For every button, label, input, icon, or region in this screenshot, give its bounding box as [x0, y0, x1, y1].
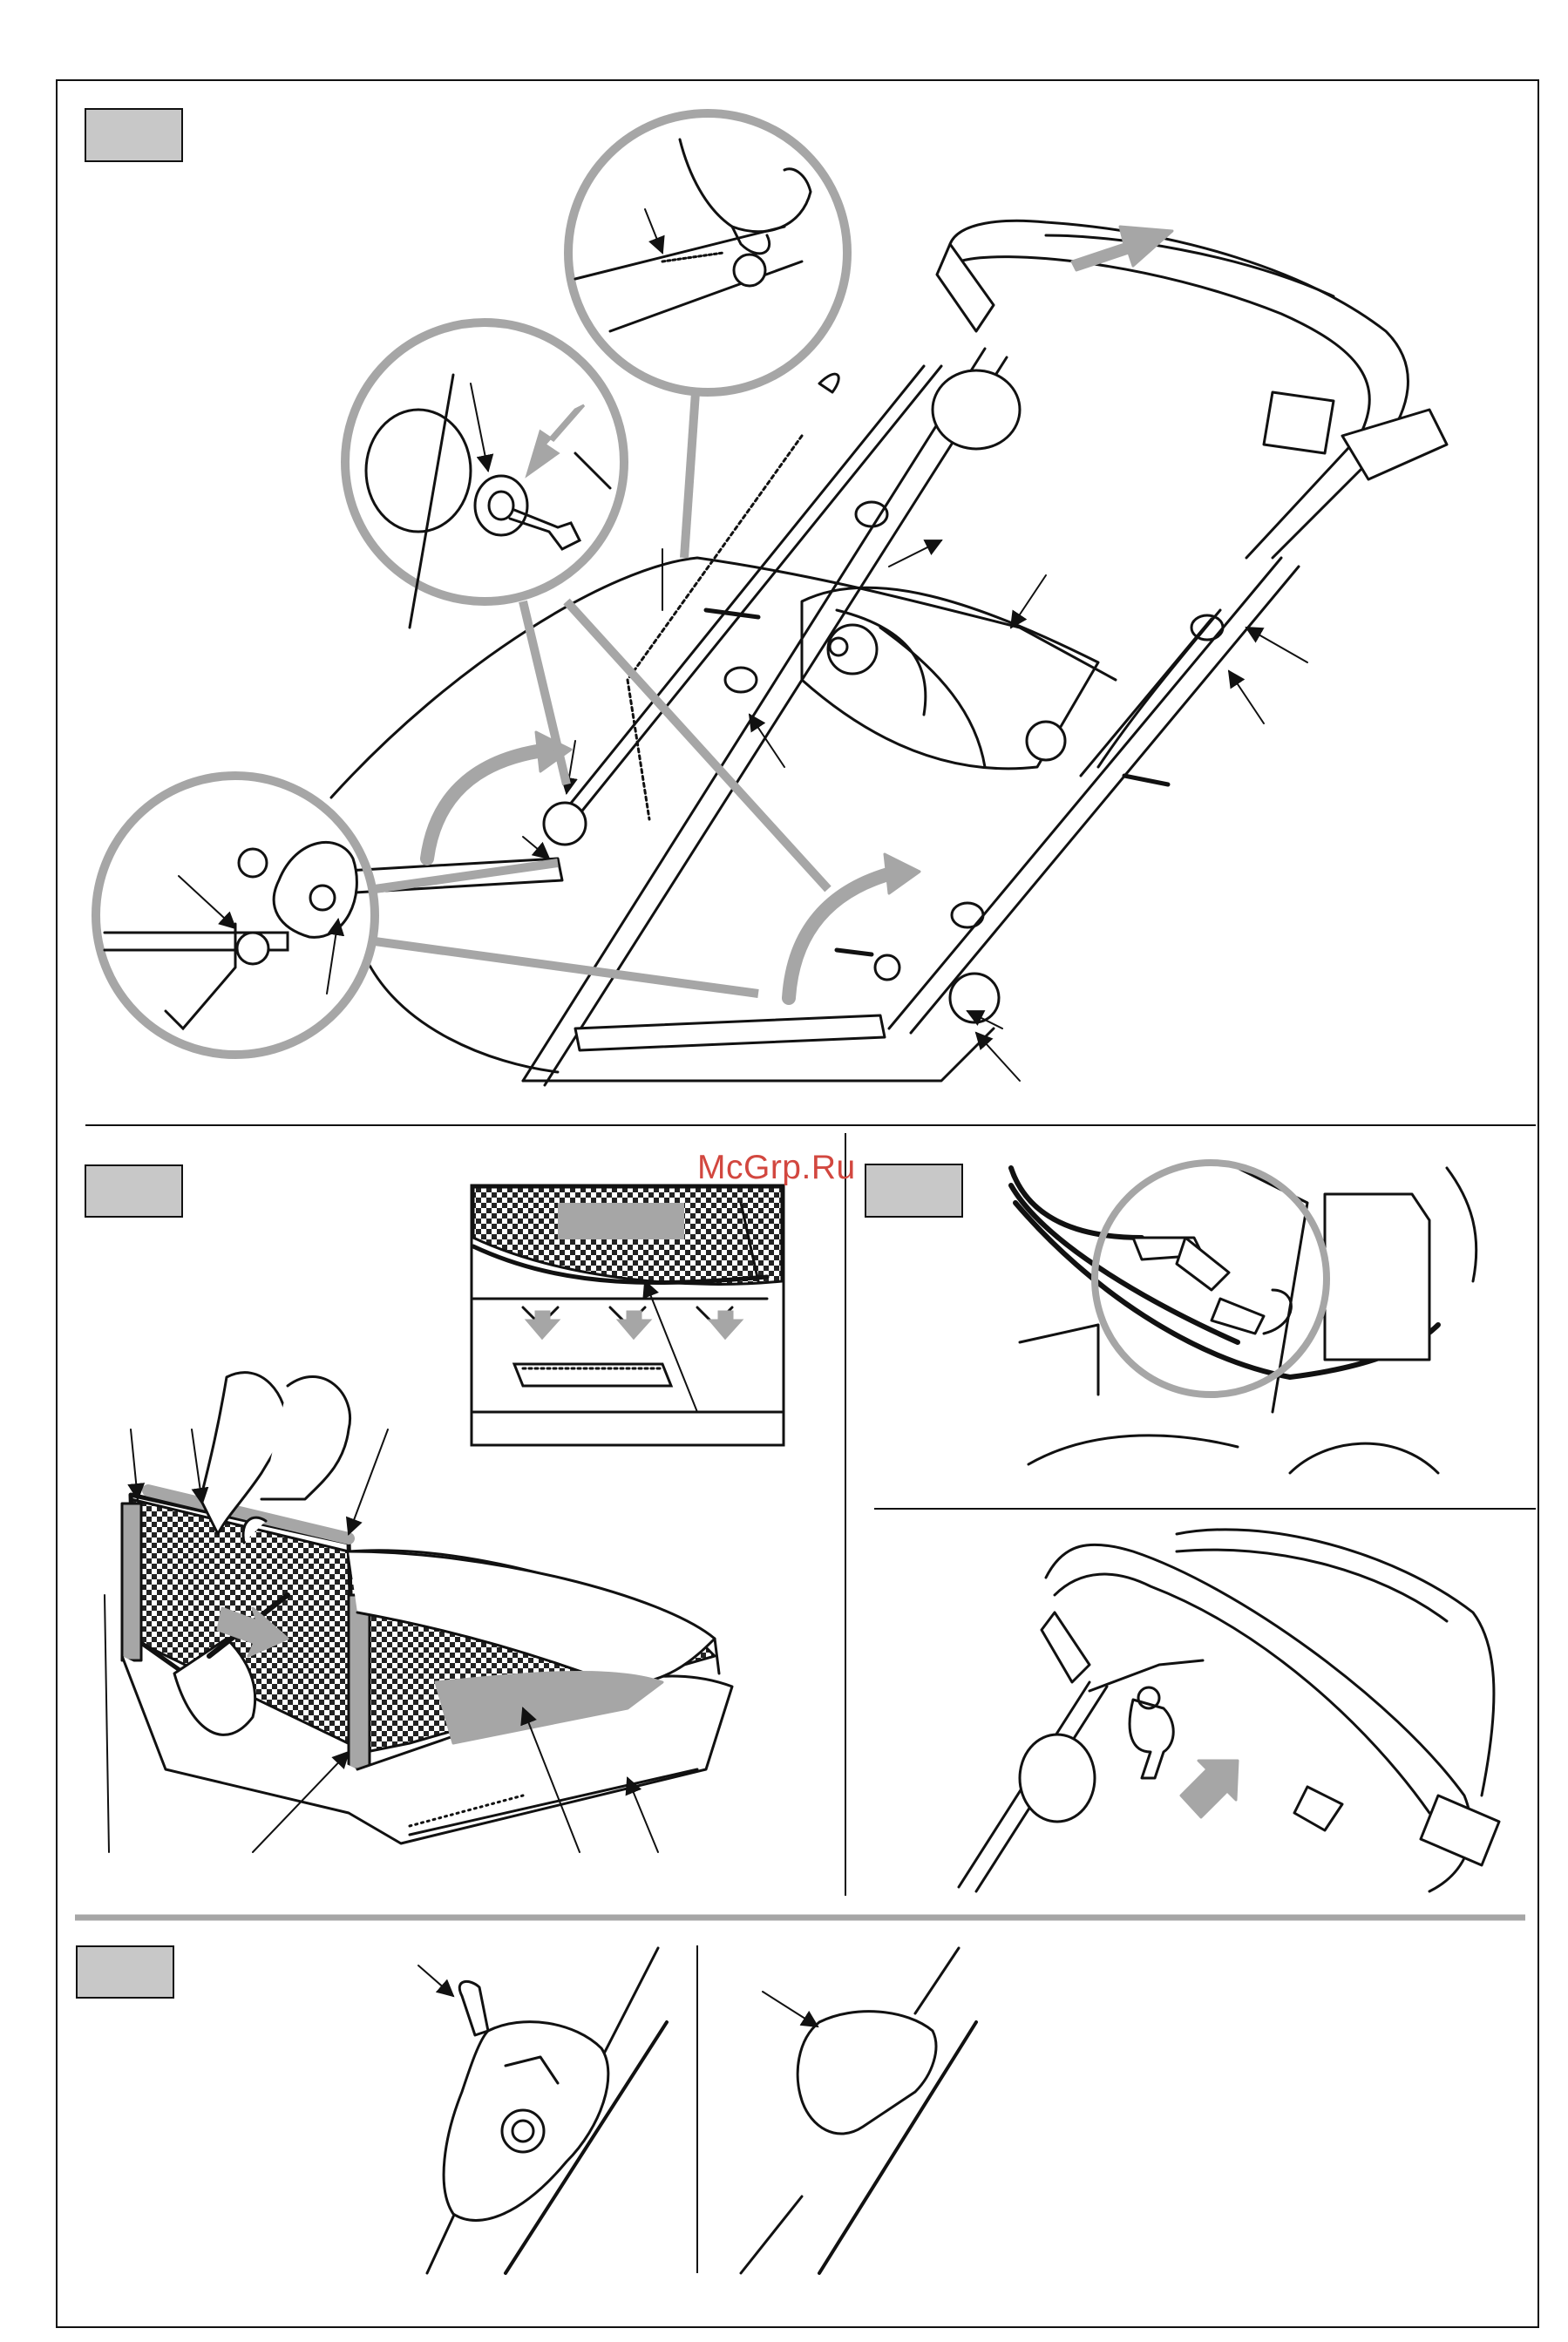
- knob-icon: [274, 842, 356, 937]
- socket-connector-icon: [1212, 1299, 1264, 1334]
- plug-connector-icon: [1177, 1238, 1229, 1290]
- section-2-label-box: [85, 1165, 182, 1217]
- forward-arrow-icon: [1072, 227, 1172, 270]
- handle-knob-icon: [828, 625, 877, 674]
- upper-handle-bar: [950, 221, 1408, 558]
- knob-icon: [366, 410, 471, 532]
- height-adjust-cover-illustration: [741, 1948, 976, 2273]
- watermark-text: McGrp.Ru: [697, 1149, 856, 1187]
- handle-knob-icon: [933, 370, 1020, 449]
- section-1-label-box: [85, 109, 182, 161]
- callout-knob-bolt-detail: [366, 375, 610, 628]
- height-lever-icon: [459, 1981, 488, 2035]
- callout-cable-hook-detail: [575, 139, 811, 331]
- height-cover-icon: [798, 2012, 936, 2134]
- handle-knob-icon: [1020, 1734, 1095, 1822]
- section-3-label-box: [865, 1164, 962, 1217]
- height-adjust-lever-illustration: [418, 1948, 667, 2273]
- grass-bag-inset-detail: [472, 1185, 784, 1445]
- bolt-icon: [1124, 776, 1168, 784]
- bolt-icon: [837, 950, 872, 954]
- hand-icon: [680, 139, 811, 232]
- handle-knob-icon: [544, 803, 586, 845]
- section-4-label-box: [77, 1946, 173, 1998]
- insert-arrow-icon: [1181, 1761, 1238, 1817]
- connector-illustration: [1011, 1163, 1476, 1473]
- key-illustration: [959, 1530, 1499, 1891]
- magnifier-callout-icon: [568, 113, 847, 392]
- key-icon: [1130, 1700, 1173, 1778]
- magnifier-callouts: [96, 113, 847, 1055]
- callout-bracket-knob-detail: [105, 842, 356, 1028]
- inset-label-grey: [558, 1203, 684, 1239]
- bolt-icon: [706, 610, 758, 617]
- press-arrow-icon: [527, 405, 584, 475]
